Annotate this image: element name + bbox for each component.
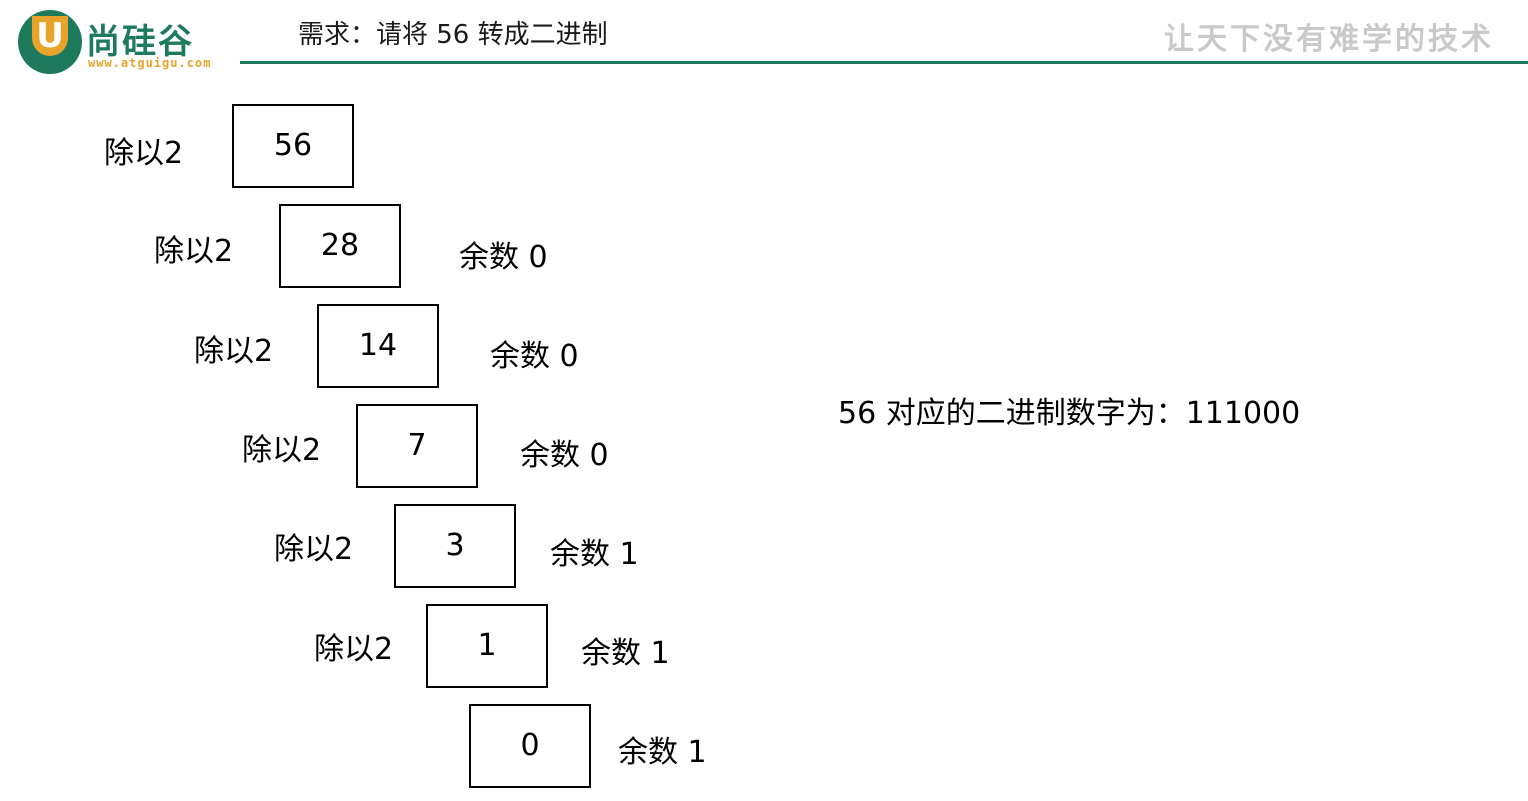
step-box: 3 xyxy=(394,504,516,588)
result-text: 56 对应的二进制数字为：111000 xyxy=(838,396,1301,431)
brand-logo: U 尚硅谷 www.atguigu.com xyxy=(18,10,248,78)
step-box: 28 xyxy=(279,204,401,288)
divide-label: 除以2 xyxy=(242,433,322,468)
slogan: 让天下没有难学的技术 xyxy=(1164,22,1494,57)
step-box: 7 xyxy=(356,404,478,488)
step-box: 56 xyxy=(232,104,354,188)
logo-url: www.atguigu.com xyxy=(88,56,212,70)
remainder-label: 余数 0 xyxy=(520,438,609,473)
divide-label: 除以2 xyxy=(154,234,234,269)
logo-name: 尚硅谷 xyxy=(86,22,194,62)
page-title: 需求：请将 56 转成二进制 xyxy=(298,20,608,50)
remainder-label: 余数 1 xyxy=(581,636,670,671)
divide-label: 除以2 xyxy=(314,632,394,667)
remainder-label: 余数 0 xyxy=(490,339,579,374)
logo-mark: U xyxy=(32,16,68,56)
header-divider xyxy=(240,61,1528,64)
divide-label: 除以2 xyxy=(194,334,274,369)
divide-label: 除以2 xyxy=(104,136,184,171)
remainder-label: 余数 1 xyxy=(618,735,707,770)
remainder-label: 余数 1 xyxy=(550,537,639,572)
remainder-label: 余数 0 xyxy=(459,240,548,275)
step-box: 0 xyxy=(469,704,591,788)
divide-label: 除以2 xyxy=(274,532,354,567)
step-box: 1 xyxy=(426,604,548,688)
step-box: 14 xyxy=(317,304,439,388)
